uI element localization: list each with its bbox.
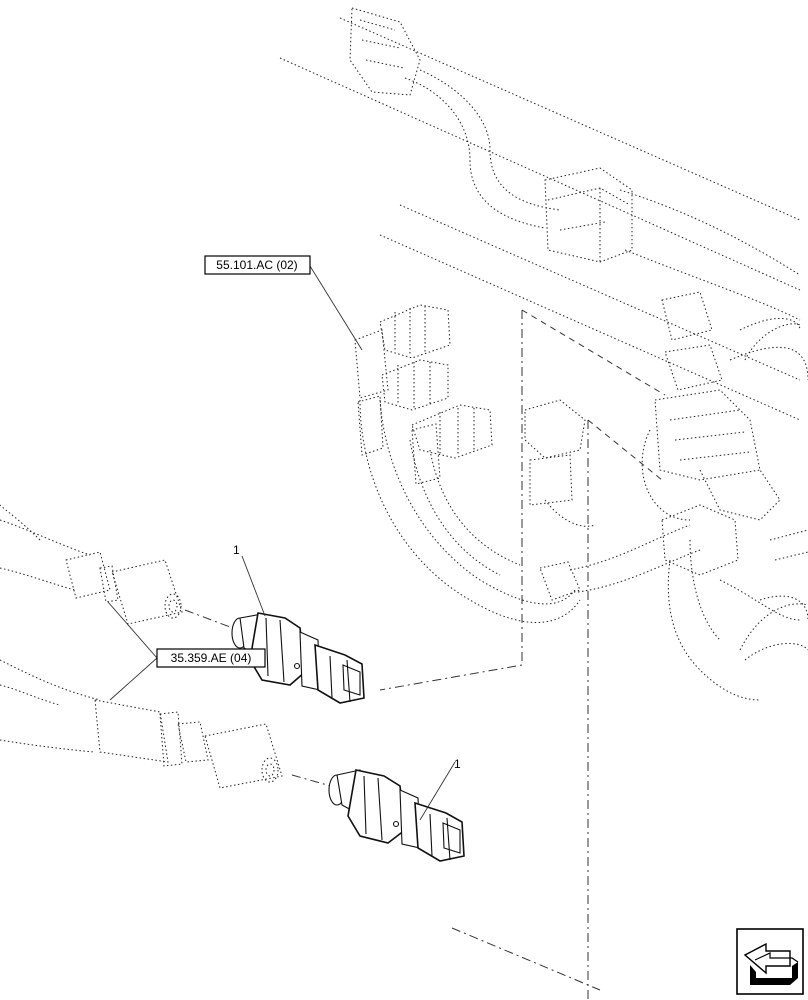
callout-hose-ref-label: 35.359.AE (04)	[171, 651, 252, 665]
harness-connectors-group	[354, 304, 493, 485]
upper-hose-assembly	[0, 504, 183, 625]
callout-harness-ref[interactable]: 55.101.AC (02)	[204, 255, 311, 275]
item-number-upper: 1	[233, 543, 240, 557]
lower-hose-assembly	[0, 659, 283, 789]
item-number-lower: 1	[454, 757, 461, 771]
leader-lines	[107, 265, 456, 821]
background-harness-assembly	[279, 7, 808, 701]
next-page-arrow-icon[interactable]	[736, 928, 804, 995]
leader-centerlines	[184, 309, 666, 1000]
callout-harness-ref-label: 55.101.AC (02)	[216, 258, 297, 272]
pressure-sensor-lower	[328, 769, 465, 862]
callout-hose-ref[interactable]: 35.359.AE (04)	[156, 648, 266, 668]
